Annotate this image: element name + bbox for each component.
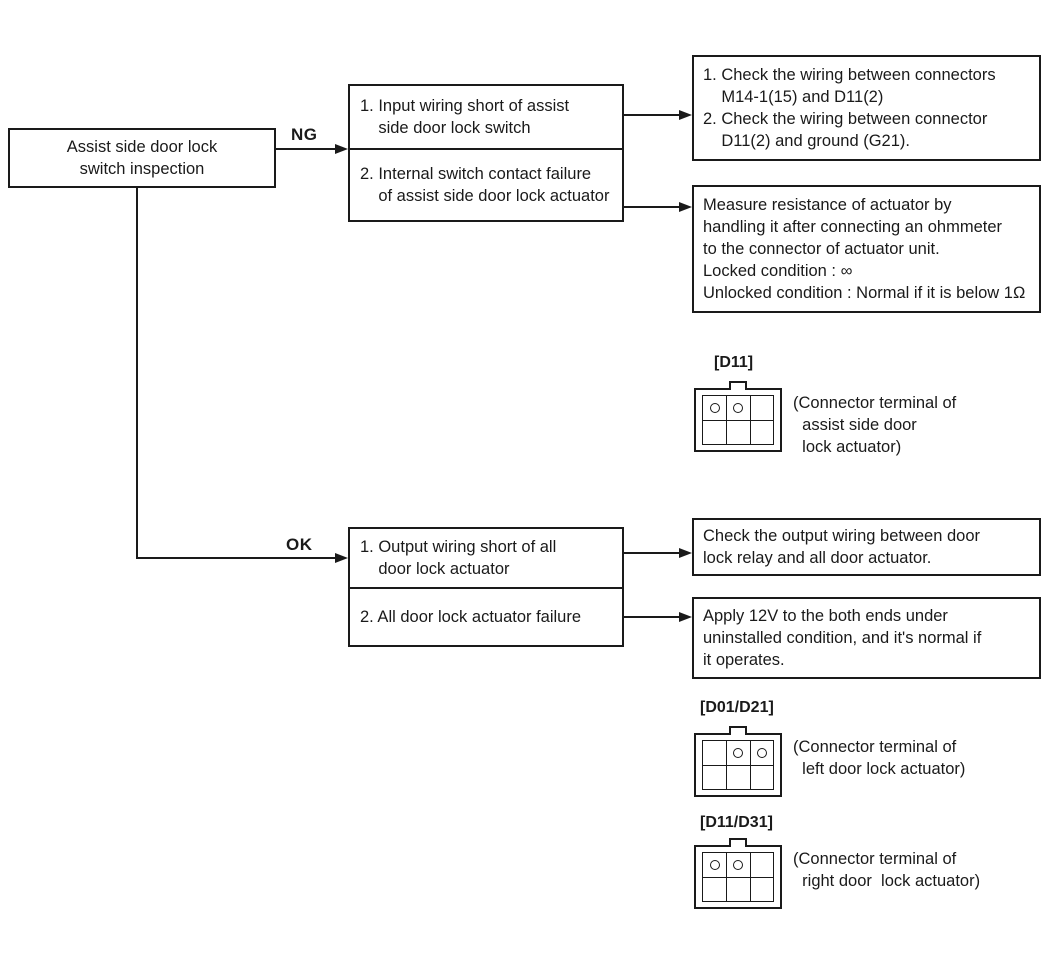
ng-arrowhead: [335, 143, 348, 154]
connector-tab: [729, 726, 747, 735]
ng-action-box-2: Measure resistance of actuator by handli…: [692, 185, 1041, 313]
connector-d01-d21-caption: (Connector terminal of left door lock ac…: [793, 738, 966, 778]
pin-blank: [703, 765, 727, 789]
ng-action-text-1: 1. Check the wiring between connectors M…: [703, 66, 996, 150]
connector-d11-icon: [694, 381, 782, 452]
connector-d11-d31-label: [D11/D31]: [700, 814, 773, 831]
ok-action-box-2: Apply 12V to the both ends under uninsta…: [692, 597, 1041, 679]
pin-circle: [733, 748, 744, 758]
ok-action-arrowhead-2: [679, 611, 692, 622]
ng-label: NG: [291, 125, 318, 144]
ng-cause-item-1: 1. Input wiring short of assist side doo…: [360, 97, 570, 137]
pin-blank: [703, 877, 727, 901]
ng-action-text-2: Measure resistance of actuator by handli…: [703, 196, 1026, 302]
pin-blank: [726, 420, 750, 444]
pin-circle: [733, 860, 744, 870]
connector-d11-d31-icon: [694, 838, 782, 909]
pin-blank: [749, 877, 773, 901]
ng-action-box-1: 1. Check the wiring between connectors M…: [692, 55, 1041, 161]
connector-pin-grid: [702, 852, 774, 902]
ok-cause-box: 1. Output wiring short of all door lock …: [348, 527, 624, 647]
connector-pin-grid: [702, 395, 774, 445]
ng-action-arrowhead-1: [679, 109, 692, 120]
pin-hole: [726, 741, 749, 765]
connector-d11-d31-caption: (Connector terminal of right door lock a…: [793, 850, 981, 890]
pin-blank: [749, 853, 773, 877]
ng-action-arrow-line-2: [624, 206, 680, 208]
ok-action-text-1: Check the output wiring between door loc…: [703, 527, 981, 567]
root-box: Assist side door lock switch inspection: [8, 128, 276, 188]
connector-tab: [729, 381, 747, 390]
pin-blank: [749, 765, 773, 789]
connector-d01-d21-icon: [694, 726, 782, 797]
ok-action-arrowhead-1: [679, 547, 692, 558]
pin-hole: [726, 853, 749, 877]
connector-pin-grid: [702, 740, 774, 790]
root-box-text: Assist side door lock switch inspection: [66, 138, 218, 178]
pin-blank: [726, 877, 750, 901]
ng-action-arrowhead-2: [679, 201, 692, 212]
pin-blank: [749, 420, 773, 444]
connector-tab: [729, 838, 747, 847]
connector-d11-caption: (Connector terminal of assist side door …: [793, 394, 957, 456]
pin-blank: [703, 741, 726, 765]
pin-hole: [749, 741, 773, 765]
ng-arrow-line: [276, 148, 337, 150]
pin-circle: [733, 403, 744, 413]
ng-action-arrow-line-1: [624, 114, 680, 116]
pin-circle: [709, 860, 720, 870]
ok-cause-item-2: 2. All door lock actuator failure: [350, 587, 622, 645]
ok-arrowhead: [335, 552, 348, 563]
trunk-line: [136, 188, 138, 558]
pin-hole: [703, 396, 726, 420]
ok-action-arrow-line-1: [624, 552, 680, 554]
pin-hole: [726, 396, 749, 420]
pin-blank: [749, 396, 773, 420]
ok-cause-item-1: 1. Output wiring short of all door lock …: [360, 538, 557, 578]
connector-d01-d21-label: [D01/D21]: [700, 699, 774, 716]
pin-circle: [709, 403, 720, 413]
ok-label: OK: [286, 535, 313, 554]
ok-action-box-1: Check the output wiring between door loc…: [692, 518, 1041, 576]
connector-d11-label: [D11]: [714, 354, 754, 371]
pin-hole: [703, 853, 726, 877]
pin-blank: [726, 765, 750, 789]
ok-action-text-2: Apply 12V to the both ends under uninsta…: [703, 607, 982, 669]
pin-circle: [756, 748, 767, 758]
ok-arrow-line: [136, 557, 337, 559]
ng-cause-item-2: 2. Internal switch contact failure of as…: [350, 148, 622, 220]
ok-action-arrow-line-2: [624, 616, 680, 618]
ng-cause-box: 1. Input wiring short of assist side doo…: [348, 84, 624, 222]
pin-blank: [703, 420, 727, 444]
